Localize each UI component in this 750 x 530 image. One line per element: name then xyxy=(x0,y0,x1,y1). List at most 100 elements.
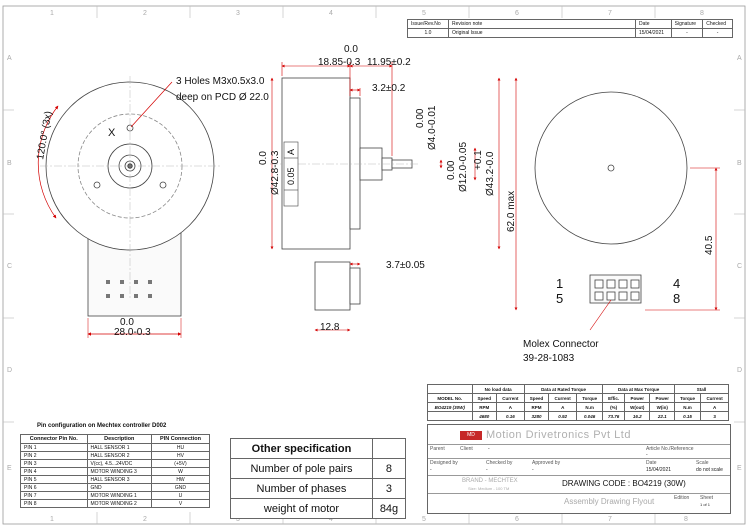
pin-row: PIN 3 V(cc), 4.5...24VDC (+5V) xyxy=(20,459,211,468)
perf-value: 73.76 xyxy=(602,411,626,421)
pin-desc: HALL SENSOR 3 xyxy=(86,475,152,484)
perf-header: Current xyxy=(496,393,525,403)
back-view xyxy=(534,91,688,331)
scale-value: do not scale xyxy=(696,467,723,473)
dim-40-5: 40.5 xyxy=(704,235,715,255)
scale-label: Scale xyxy=(696,460,709,466)
perf-header: MODEL No. xyxy=(427,393,473,403)
border-column-label: 1 xyxy=(50,10,54,17)
pin-row: PIN 1 HALL SENSOR 1 HU xyxy=(20,443,211,452)
client-value: - xyxy=(488,446,490,452)
datum-a: A xyxy=(286,149,296,155)
border-row-label: C xyxy=(7,263,12,270)
sheet-label: Sheet xyxy=(700,495,714,501)
perf-unit: RPM xyxy=(523,402,550,412)
pin-row: PIN 2 HALL SENSOR 2 HV xyxy=(20,451,211,460)
perf-unit: A xyxy=(700,402,729,412)
drawing-code: DRAWING CODE : BO4219 (30W) xyxy=(562,479,686,488)
perf-group-blank xyxy=(427,384,473,394)
border-row-label: E xyxy=(737,465,742,472)
pin-header: PIN Connection xyxy=(150,434,211,444)
pin-row: PIN 8 MOTOR WINDING 2 V xyxy=(20,499,211,508)
pin-row: PIN 6 GND GND xyxy=(20,483,211,492)
dim-hub-dia: Ø12.0-0.05 xyxy=(458,142,469,192)
dim-62-max: 62.0 max xyxy=(506,191,517,232)
dim-shaft-dia: Ø4.0-0.01 xyxy=(427,105,438,150)
spec-title: Other specification xyxy=(230,438,373,459)
border-column-label: 3 xyxy=(236,516,240,523)
dim-3-2: 3.2±0.2 xyxy=(372,83,406,94)
pin-label-5: 5 xyxy=(556,291,563,306)
pin-desc: MOTOR WINDING 3 xyxy=(86,467,152,476)
dim-body-dia: Ø42.8-0.3 xyxy=(270,150,281,195)
border-row-label: D xyxy=(7,367,12,374)
pin-desc: V(cc), 4.5...24VDC xyxy=(86,459,152,468)
checked-label: Checked by xyxy=(486,460,513,466)
border-column-label: 4 xyxy=(329,10,333,17)
spec-value: 8 xyxy=(371,458,407,479)
perf-value: 0.92 xyxy=(548,411,578,421)
border-row-label: A xyxy=(737,55,742,62)
perf-value: 0.046 xyxy=(576,411,604,421)
pin-header: Connector Pin No. xyxy=(20,434,88,444)
perf-unit: A xyxy=(496,402,525,412)
perf-value: 0.15 xyxy=(673,411,702,421)
angle-dim-arc xyxy=(37,105,59,219)
company-logo: MD xyxy=(460,431,482,440)
molex-part: 39-28-1083 xyxy=(523,353,575,364)
pin-no: PIN 7 xyxy=(20,491,88,500)
pin-conn: HW xyxy=(150,475,211,484)
pin-no: PIN 8 xyxy=(20,499,88,508)
rev-header: Checked xyxy=(702,19,733,29)
side-view-dims xyxy=(270,62,518,332)
spec-label: Number of phases xyxy=(230,478,373,499)
pin-config-table: Connector Pin No. Description PIN Connec… xyxy=(20,434,211,508)
edition-label: Edition xyxy=(674,495,690,501)
border-column-label: 1 xyxy=(50,516,54,523)
pin-label-4: 4 xyxy=(673,276,680,291)
pin-no: PIN 6 xyxy=(20,483,88,492)
perf-header: Effic. xyxy=(602,393,626,403)
perf-group: Data at Rated Torque xyxy=(523,384,604,394)
pin-no: PIN 3 xyxy=(20,459,88,468)
border-column-label: 2 xyxy=(143,516,147,523)
brand-sub: Size: Medium - 100 TM xyxy=(468,486,510,491)
tb-divider xyxy=(428,444,730,445)
dim-hub-zero: 0.00 xyxy=(446,160,457,180)
other-spec-table: Other specification Number of pole pairs… xyxy=(230,438,407,519)
perf-value: 4680 xyxy=(471,411,498,421)
border-column-label: 5 xyxy=(422,516,426,523)
rev-header: Date xyxy=(635,19,672,29)
perf-value: 3 xyxy=(700,411,729,421)
dim-11-95: 11.95±0.2 xyxy=(367,57,411,68)
perf-unit: A xyxy=(548,402,578,412)
tolerance-value: 0.05 xyxy=(286,167,296,185)
perf-group: No load data xyxy=(471,384,525,394)
front-view xyxy=(40,76,220,317)
pin-conn: GND xyxy=(150,483,211,492)
dim-12-8: 12.8 xyxy=(320,322,340,333)
tb-divider xyxy=(428,475,730,476)
company-name: Motion Drivetronics Pvt Ltd xyxy=(486,429,631,441)
drawing-type: Assembly Drawing Flyout xyxy=(564,497,655,506)
spec-label: Number of pole pairs xyxy=(230,458,373,479)
perf-group: Stall xyxy=(673,384,730,394)
article-label: Article No./Reference xyxy=(646,446,694,452)
rev-cell: - xyxy=(670,28,704,38)
pin-conn: HV xyxy=(150,451,211,460)
pin-no: PIN 4 xyxy=(20,467,88,476)
brand-label: BRAND - MECHTEX xyxy=(462,478,518,484)
molex-label: Molex Connector xyxy=(523,339,599,350)
border-row-label: E xyxy=(7,465,12,472)
perf-value xyxy=(427,411,473,421)
width-dim: 28.0-0.3 xyxy=(114,327,151,338)
border-row-label: C xyxy=(737,263,742,270)
approved-value: - xyxy=(532,467,534,473)
perf-header: Power xyxy=(649,393,675,403)
border-column-ticks xyxy=(3,6,745,524)
rev-cell: 15/04/2021 xyxy=(635,28,672,38)
perf-unit: W(out) xyxy=(624,402,651,412)
pin-no: PIN 1 xyxy=(20,443,88,452)
pin-header: Description xyxy=(86,434,152,444)
